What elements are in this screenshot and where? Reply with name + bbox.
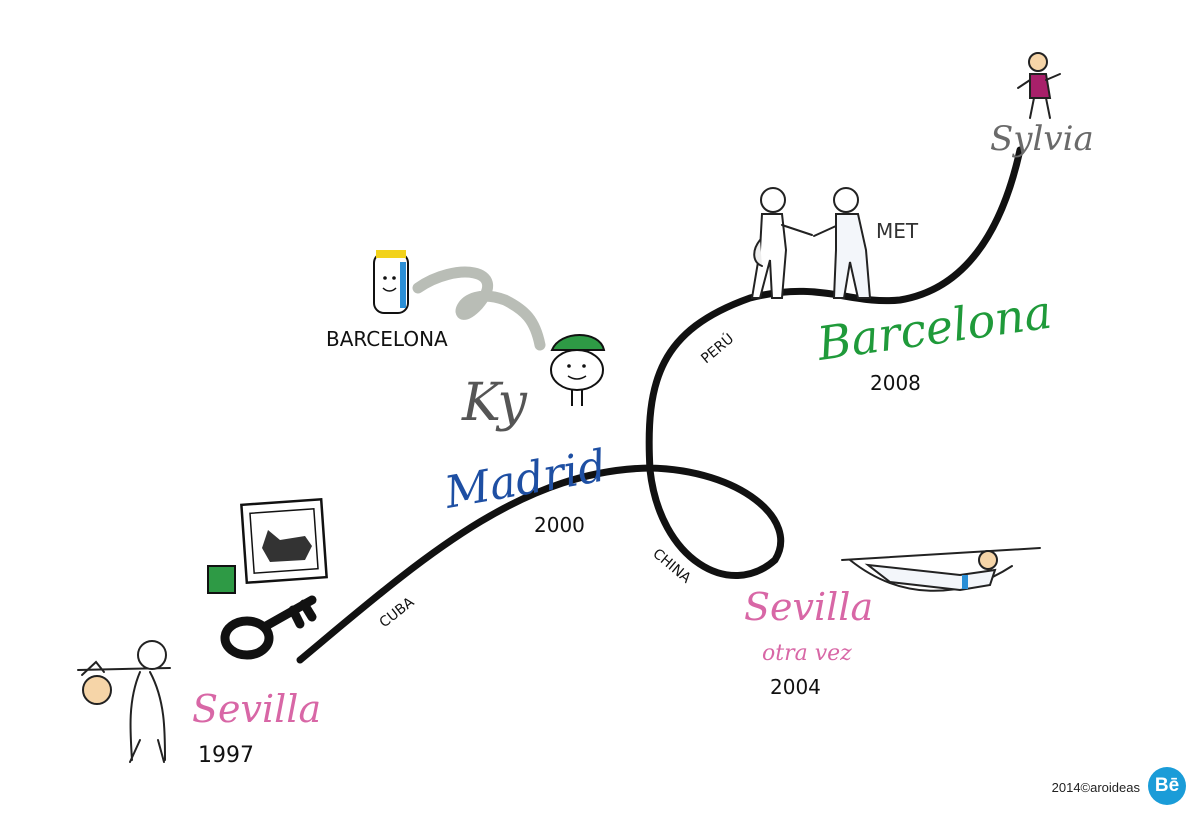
traveller-icon: [77, 640, 171, 763]
met-label: MET: [876, 219, 919, 243]
sevilla-again-note: otra vez: [762, 641, 852, 666]
sylvia-figure-icon: [1017, 52, 1061, 119]
ky-label: Ky: [461, 373, 528, 433]
madrid-city: Madrid: [440, 440, 610, 519]
madrid-year: 2000: [534, 513, 585, 537]
key-icon: [220, 595, 317, 660]
cuba-label: CUBA: [377, 594, 418, 631]
behance-icon[interactable]: Bē: [1148, 767, 1186, 805]
jar-icon: [373, 250, 409, 314]
sevilla-start-city: Sevilla: [192, 687, 321, 731]
copyright-credit: 2014©aroideas: [1051, 780, 1140, 795]
sevilla-start-year: 1997: [198, 743, 254, 768]
hammock-figure-icon: [841, 547, 1041, 592]
grey-swirl-line: [412, 266, 546, 351]
sylvia-name: Sylvia: [990, 119, 1094, 159]
green-cap-figure-icon: [550, 334, 606, 406]
barcelona-side-label: BARCELONA: [326, 327, 448, 351]
bull-picture-icon: [207, 497, 328, 594]
sevilla-again-year: 2004: [770, 675, 821, 699]
sevilla-again-city: Sevilla: [744, 585, 873, 629]
peru-label: PERÚ: [697, 329, 737, 367]
life-path-line: [296, 146, 1024, 664]
handshake-figures-icon: [750, 187, 872, 299]
barcelona-end-year: 2008: [870, 371, 921, 395]
